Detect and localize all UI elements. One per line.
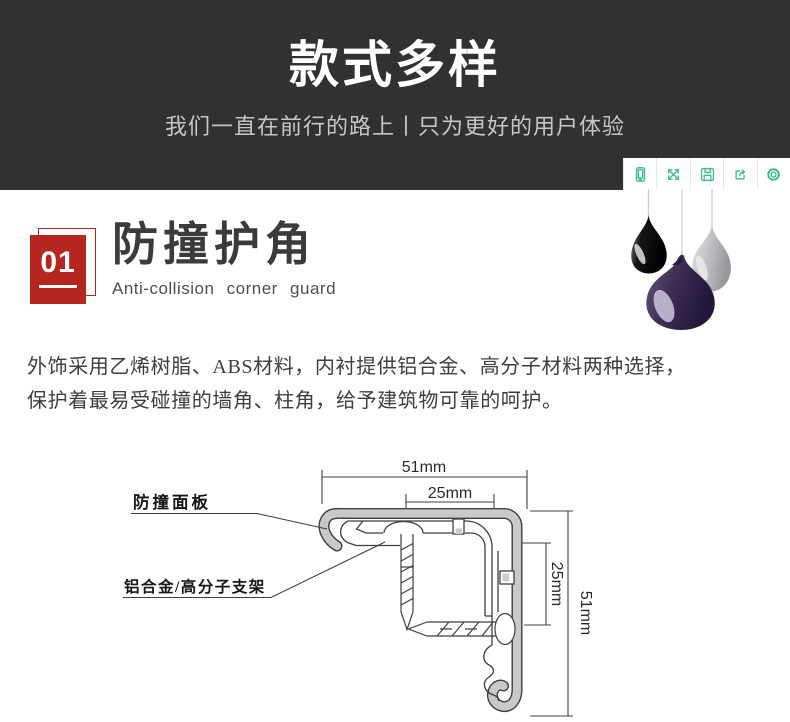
corner-guard-diagram: 51mm 25mm 25mm 51mm (123, 459, 594, 717)
label-bracket-leader (123, 541, 386, 599)
label-panel-leader (131, 512, 328, 530)
label-panel: 防撞面板 (133, 492, 211, 512)
settings-button[interactable] (756, 158, 790, 190)
label-bracket: 铝合金/高分子支架 (124, 577, 266, 596)
dim-side-inner-label: 25mm (548, 562, 565, 606)
description-line-1: 外饰采用乙烯树脂、ABS材料，内衬提供铝合金、高分子材料两种选择， (27, 356, 686, 378)
viewer-toolbar (623, 158, 790, 190)
save-button[interactable] (689, 158, 723, 190)
dim-top-inner-label: 25mm (428, 485, 472, 502)
section-title: 防撞护角 (112, 218, 316, 270)
badge-underline (39, 285, 77, 288)
hero-banner: 款式多样 我们一直在前行的路上丨只为更好的用户体验 (0, 0, 790, 190)
vertical-screw (400, 534, 414, 632)
share-icon (735, 168, 745, 180)
gray-pendant-lamp (692, 225, 731, 292)
inner-bracket (339, 518, 515, 702)
dim-top-width-label: 51mm (402, 459, 446, 476)
settings-icon (767, 167, 781, 181)
dimension-lines (321, 470, 573, 717)
section-number: 01 (40, 246, 76, 279)
fullscreen-button[interactable] (656, 158, 689, 190)
pendant-lamps-image (631, 189, 731, 330)
lamp-cords (647, 189, 713, 259)
mobile-preview-icon (635, 166, 645, 182)
save-icon (700, 167, 714, 181)
section-subtitle-en: Anti-collision corner guard (112, 278, 337, 298)
description-paragraph: 外饰采用乙烯树脂、ABS材料，内衬提供铝合金、高分子材料两种选择， 保护着最易受… (27, 350, 775, 418)
black-pendant-lamp (631, 215, 667, 274)
description-line-2: 保护着最易受碰撞的墙角、柱角，给予建筑物可靠的呵护。 (27, 390, 563, 412)
banner-title: 款式多样 (289, 37, 501, 93)
section-number-badge: 01 (30, 235, 86, 304)
fullscreen-icon (668, 168, 680, 180)
horizontal-screw (406, 612, 516, 646)
share-button[interactable] (723, 158, 756, 190)
mobile-preview-button[interactable] (623, 158, 656, 190)
guard-outer-shell (318, 507, 523, 713)
banner-subtitle: 我们一直在前行的路上丨只为更好的用户体验 (164, 114, 625, 139)
dim-side-height-label: 51mm (577, 591, 594, 635)
purple-pendant-lamp (646, 254, 715, 330)
